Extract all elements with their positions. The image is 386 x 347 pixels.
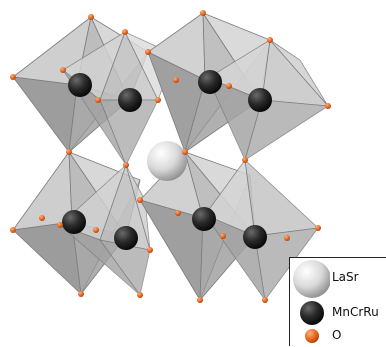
legend-label-mncrru: MnCrRu xyxy=(332,305,379,319)
octahedron-top-right-back xyxy=(207,39,330,162)
mncrru-sphere xyxy=(62,210,86,234)
mncrru-sphere xyxy=(243,225,267,249)
dark-sphere-icon xyxy=(300,301,324,325)
b-site-spheres xyxy=(62,70,272,250)
oxygen-sphere-icon xyxy=(305,329,319,343)
mncrru-sphere xyxy=(114,226,138,250)
legend-icons xyxy=(293,260,330,343)
mncrru-sphere xyxy=(198,70,222,94)
mncrru-sphere xyxy=(192,207,216,231)
mncrru-sphere xyxy=(118,88,142,112)
oxygen-atoms xyxy=(10,10,331,303)
mncrru-sphere xyxy=(68,73,92,97)
large-sphere-icon xyxy=(293,260,330,298)
lasr-sphere xyxy=(147,141,187,181)
legend-label-o: O xyxy=(332,328,342,342)
legend-label-lasr: LaSr xyxy=(332,270,359,284)
legend: LaSr MnCrRu O xyxy=(289,257,386,346)
mncrru-sphere xyxy=(248,88,272,112)
